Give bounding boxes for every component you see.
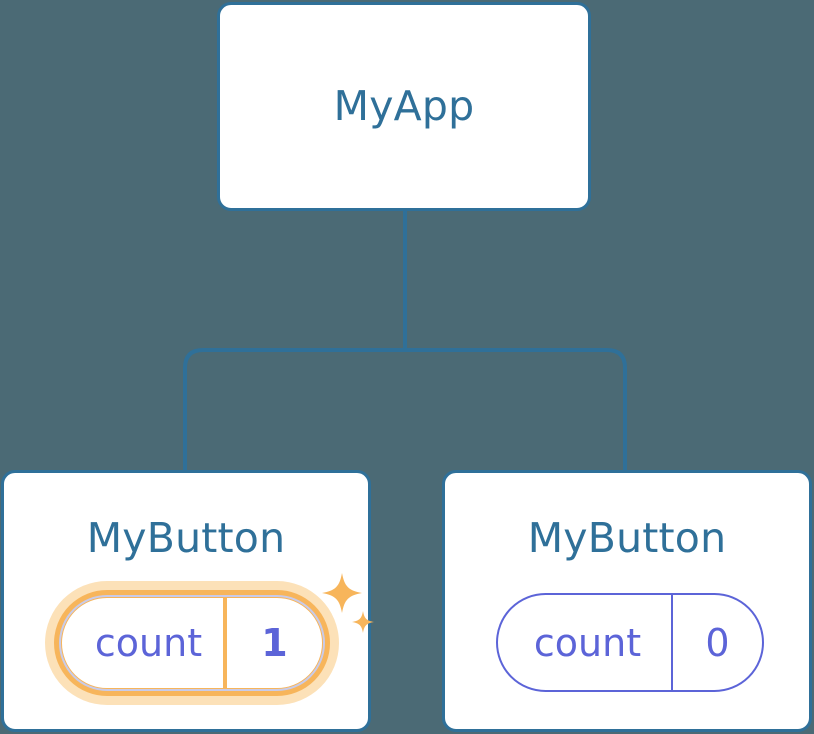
state-key-right: count [533,620,642,665]
node-title-mybutton-right: MyButton [527,514,727,562]
state-value-left: 1 [223,598,322,688]
connector-branch-left [183,348,405,470]
node-body-right: MyButton count 0 [445,473,809,729]
state-pill-left[interactable]: count 1 [45,581,339,705]
state-value-right: 0 [671,595,762,690]
node-card-mybutton-left[interactable]: MyButton count 1 [1,470,374,732]
state-pill-right[interactable]: count 0 [496,593,764,692]
node-card-root[interactable]: MyApp [217,2,591,211]
sparkle-small-icon [352,611,374,633]
state-pill-body-right[interactable]: count 0 [496,593,764,692]
node-title-mybutton-left: MyButton [86,514,286,562]
state-pill-body-left[interactable]: count 1 [54,590,330,696]
node-title-root: MyApp [333,82,475,130]
node-body-left: MyButton count 1 [4,473,374,729]
state-key-left: count [94,621,203,665]
connector-branch-right [405,348,627,470]
node-card-mybutton-right[interactable]: MyButton count 0 [442,470,812,732]
